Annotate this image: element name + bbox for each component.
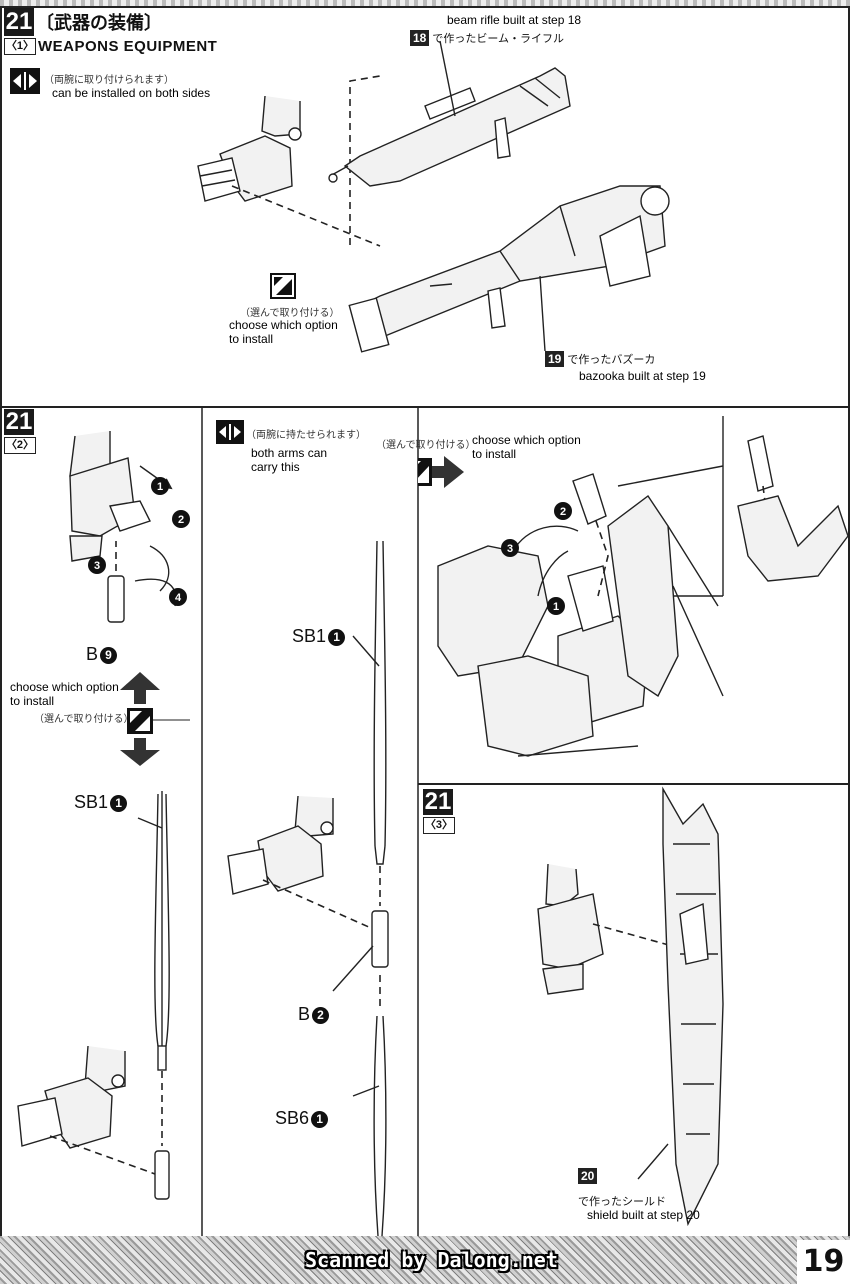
- section-2-step-number: 21: [4, 408, 34, 435]
- shield-step-row: 20: [578, 1168, 600, 1184]
- section-2-left-illustration: 1 2 3 4: [17, 431, 190, 1200]
- mid-sb6-number: 1: [311, 1110, 329, 1128]
- svg-text:2: 2: [560, 506, 566, 518]
- section-1-choose-en-2: to install: [229, 332, 274, 346]
- robot-torso-drawing: [437, 473, 724, 757]
- shield-label-jp: で作ったシールド: [578, 1196, 666, 1208]
- section-3-step-number: 21: [423, 788, 453, 815]
- bazooka-label-jp: で作ったバズーカ: [567, 354, 656, 366]
- page-number: 19: [797, 1240, 850, 1284]
- section-1-title-jp: 〔武器の装備〕: [36, 13, 162, 33]
- section-1-sub-label: 〈1〉: [4, 38, 36, 55]
- arm-drawing-1: [197, 95, 302, 202]
- choose-option-icon: [270, 273, 296, 299]
- section-2-mid-note-en-2: carry this: [251, 460, 300, 474]
- shield-step-badge: 20: [578, 1168, 598, 1184]
- section-1-choose-en-1: choose which option: [229, 318, 338, 332]
- footer-texture: [0, 1236, 850, 1284]
- rifle-step-badge: 18: [410, 30, 430, 46]
- section-1-note-jp: （両腕に取り付けられます）: [44, 75, 174, 86]
- rifle-label-en: beam rifle built at step 18: [447, 13, 582, 27]
- arm-drawing-2: [69, 431, 151, 562]
- both-arms-icon: [216, 420, 244, 444]
- shield-label-en: shield built at step 20: [587, 1208, 700, 1222]
- part-b9-letter: B: [86, 644, 99, 664]
- svg-text:3: 3: [507, 543, 513, 555]
- arm-drawing-4: [227, 795, 334, 895]
- scan-credit: Scanned by Dalong.net: [305, 1248, 558, 1272]
- top-texture-strip: [0, 0, 850, 6]
- section-1-choose-jp: （選んで取り付ける）: [240, 308, 340, 319]
- svg-text:4: 4: [175, 592, 182, 604]
- section-2-left-choose-jp: （選んで取り付ける）: [34, 714, 134, 725]
- part-b9-number: 9: [100, 646, 118, 664]
- both-sides-icon: [10, 68, 40, 94]
- rifle-label-jp: で作ったビーム・ライフル: [432, 33, 565, 45]
- svg-text:1: 1: [553, 601, 559, 613]
- section-1-note-en: can be installed on both sides: [52, 86, 211, 100]
- mid-sb6-letter: SB6: [275, 1108, 310, 1128]
- section-2-left-choose-en-1: choose which option: [10, 680, 119, 694]
- mid-b2-number: 2: [312, 1006, 330, 1024]
- bazooka-step-badge: 19: [545, 351, 565, 367]
- bazooka-label-en: bazooka built at step 19: [579, 369, 706, 383]
- shield-drawing: [637, 786, 724, 1227]
- arm-drawing-3: [17, 1045, 126, 1149]
- section-2-mid-note-jp: （両腕に持たせられます）: [246, 430, 366, 441]
- section-2-mid-note-en-1: both arms can: [251, 446, 328, 460]
- section-2-dividers: [140, 406, 850, 1238]
- svg-text:1: 1: [157, 481, 163, 493]
- section-2-mid-illustration: [227, 540, 389, 1237]
- mid-sb1-number: 1: [328, 628, 346, 646]
- section-2-right-illustration: 2 3 1: [418, 416, 849, 757]
- section-3-illustration: [537, 786, 724, 1227]
- section-1-step-number: 21: [4, 8, 34, 36]
- left-sb1-letter: SB1: [74, 792, 109, 812]
- svg-text:3: 3: [94, 560, 100, 572]
- mid-b2-letter: B: [298, 1004, 311, 1024]
- beam-rifle-drawing: [328, 40, 571, 187]
- section-2-left-choose-en-2: to install: [10, 694, 55, 708]
- mid-sb1-letter: SB1: [292, 626, 327, 646]
- section-2-right-choose-jp: （選んで取り付ける）: [376, 440, 476, 451]
- section-2-sub-label: 〈2〉: [4, 437, 36, 454]
- arm-drawing-5: [537, 863, 604, 995]
- bazooka-drawing: [348, 185, 670, 353]
- section-2-right-choose-en-1: choose which option: [472, 433, 581, 447]
- section-1-title-en: WEAPONS EQUIPMENT: [38, 38, 218, 55]
- svg-text:2: 2: [178, 514, 184, 526]
- section-1-illustration: [197, 40, 670, 353]
- section-2-right-choose-en-2: to install: [472, 447, 517, 461]
- left-sb1-number: 1: [110, 794, 128, 812]
- section-3-sub-label: 〈3〉: [423, 817, 455, 834]
